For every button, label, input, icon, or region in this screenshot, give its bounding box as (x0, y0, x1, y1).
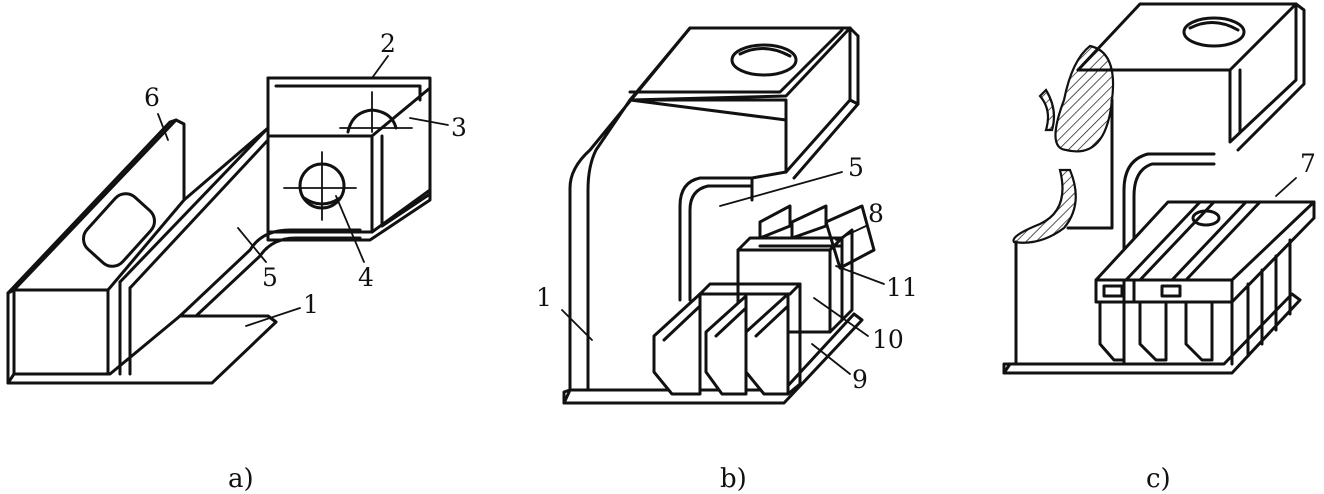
label-a-4: 4 (358, 263, 374, 292)
caption-b: b) (720, 464, 747, 494)
label-b-10: 10 (872, 325, 904, 354)
panel-b-labels: 1 5 8 9 10 11 (536, 153, 918, 394)
panel-b-drawing (561, 26, 885, 405)
caption-c: c) (1146, 464, 1171, 494)
label-a-5: 5 (262, 263, 278, 292)
caption-a: a) (228, 464, 254, 494)
label-b-5: 5 (848, 153, 864, 182)
panel-c-labels: 7 (1300, 149, 1316, 178)
panel-a-drawing (6, 55, 449, 385)
label-b-1: 1 (536, 283, 552, 312)
label-b-8: 8 (868, 199, 884, 228)
panel-a-labels: 1 2 3 4 5 6 (144, 29, 467, 319)
panel-c-drawing (1002, 2, 1316, 375)
label-a-2: 2 (380, 29, 396, 58)
label-b-9: 9 (852, 365, 868, 394)
label-a-3: 3 (451, 113, 467, 142)
label-a-6: 6 (144, 83, 160, 112)
label-c-7: 7 (1300, 149, 1316, 178)
label-b-11: 11 (886, 273, 918, 302)
label-a-1: 1 (303, 290, 319, 319)
